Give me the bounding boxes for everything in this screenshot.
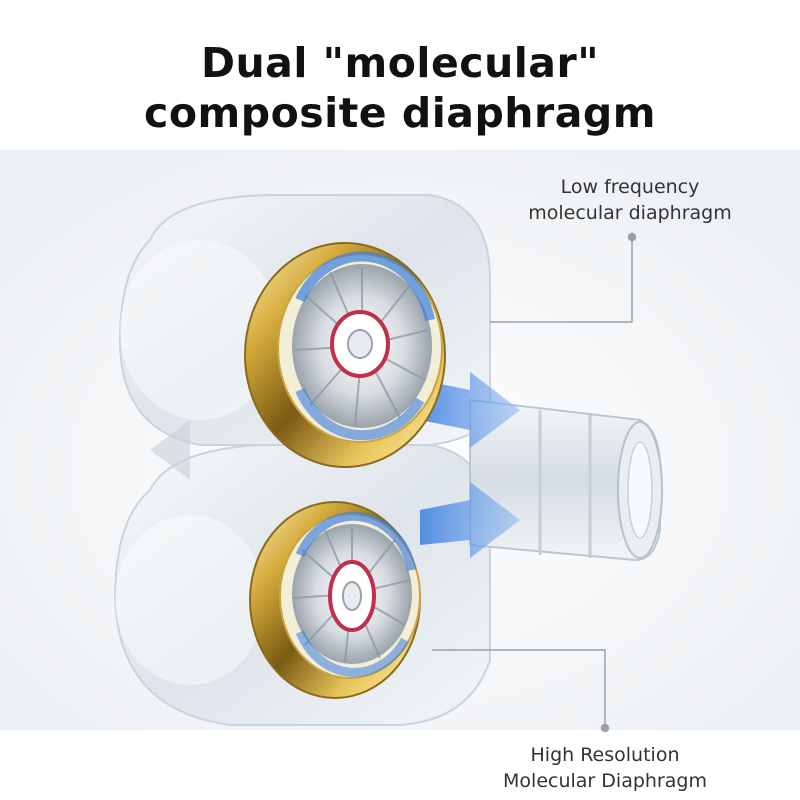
high-resolution-driver (249, 501, 421, 699)
callout-high-resolution: High Resolution Molecular Diaphragm (455, 742, 755, 794)
callout-leader-bottom (432, 649, 610, 733)
headline: Dual "molecular" composite diaphragm (0, 38, 800, 138)
callout-low-frequency: Low frequency molecular diaphragm (480, 174, 780, 226)
sound-flow-arrows (150, 372, 520, 558)
callout-low-frequency-line-2: molecular diaphragm (528, 202, 732, 224)
callout-high-resolution-line-1: High Resolution (530, 744, 680, 766)
callout-high-resolution-line-2: Molecular Diaphragm (503, 770, 707, 792)
callout-low-frequency-line-1: Low frequency (560, 176, 700, 198)
low-frequency-driver (244, 242, 446, 468)
callout-leader-top (490, 232, 637, 323)
headline-line-2: composite diaphragm (144, 89, 656, 137)
headline-line-1: Dual "molecular" (200, 39, 600, 87)
